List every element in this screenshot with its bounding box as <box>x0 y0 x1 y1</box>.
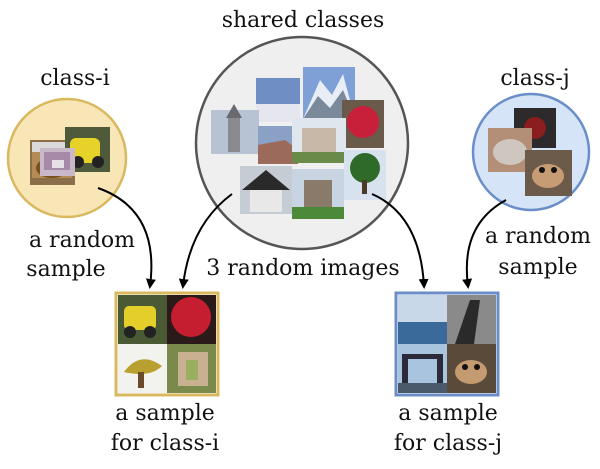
sample-i-cell-3 <box>118 344 167 393</box>
random-sample-left-line2: sample <box>26 257 105 282</box>
random-sample-right-line2: sample <box>498 255 577 280</box>
class-j-image-3 <box>525 150 572 196</box>
sample-i-cell-1 <box>118 295 167 344</box>
shared-image-field <box>258 126 298 164</box>
random-sample-left-line1: a random <box>29 228 135 253</box>
arrow-class-j-to-sample-j <box>462 199 507 289</box>
sample-j-cell-1 <box>398 295 447 344</box>
shared-image-tower <box>211 104 259 154</box>
three-random-images-label: 3 random images <box>206 256 399 281</box>
sample-j-cell-2 <box>447 295 496 344</box>
class-j-label: class-j <box>500 66 569 91</box>
sample-for-j-line2: for class-j <box>394 431 502 456</box>
arrow-shared-to-sample-j <box>371 193 429 289</box>
sample-j-cell-3 <box>398 344 447 393</box>
class-i-label: class-i <box>40 66 110 91</box>
class-i-image-3 <box>40 148 75 176</box>
shared-image-building <box>292 118 346 163</box>
class-i-group: class-i <box>6 66 128 219</box>
arrow-class-i-to-sample-i <box>97 187 156 289</box>
shared-image-green-tree <box>344 150 386 200</box>
sample-for-class-i-grid <box>114 291 220 397</box>
class-j-group: class-j <box>471 66 591 212</box>
class-j-image-2 <box>488 128 532 172</box>
shared-image-red-tree <box>342 100 384 148</box>
sample-i-cell-2 <box>167 295 216 344</box>
shared-classes-label: shared classes <box>222 8 385 33</box>
shared-classes-group: shared classes <box>194 8 410 251</box>
random-sample-right-line1: a random <box>485 224 591 249</box>
sample-for-i-line1: a sample <box>115 401 215 426</box>
sample-i-cell-4 <box>167 344 216 393</box>
sample-for-j-line1: a sample <box>398 401 498 426</box>
shared-image-castle <box>292 169 344 219</box>
sample-for-class-j-grid <box>394 291 500 397</box>
shared-image-house <box>240 166 292 214</box>
sample-j-cell-4 <box>447 344 496 393</box>
arrow-shared-to-sample-i <box>178 193 233 289</box>
sample-for-i-line2: for class-i <box>111 431 219 456</box>
shared-image-sky <box>256 78 300 122</box>
